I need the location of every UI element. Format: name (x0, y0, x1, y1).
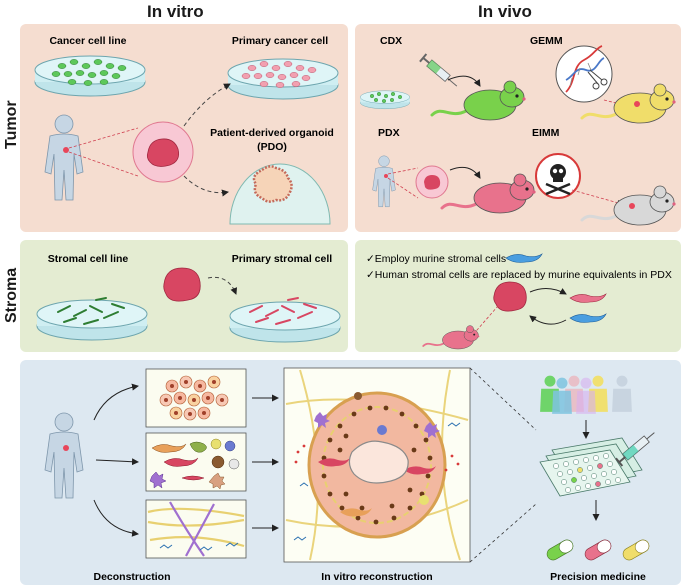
well-plate-stack (539, 437, 643, 497)
pdx-patient (372, 155, 396, 208)
label-pdo-line1: Patient-derived organoid (210, 127, 334, 139)
pill-pink-icon (584, 539, 612, 561)
skull-crossbones-icon (545, 164, 571, 196)
stromal-cell-types (149, 438, 240, 490)
human-stromal-cell-icon (569, 293, 607, 303)
replacement-murine-cell-icon (569, 313, 607, 323)
tumor-site (63, 147, 69, 153)
pink-cells (241, 61, 317, 88)
label-pdo-line2: (PDO) (257, 141, 287, 153)
stroma-pdx-mouse-icon (422, 324, 481, 350)
dna-icon (565, 45, 605, 93)
pill-yellow-icon (622, 539, 650, 561)
check-employ-murine: ✓Employ murine stromal cells (366, 253, 506, 265)
header-in-vivo: In vivo (478, 2, 532, 21)
reconstruction-molecules (293, 422, 461, 541)
label-primary-cancer-cell: Primary cancer cell (232, 35, 328, 47)
green-fibroblasts (57, 297, 125, 325)
gemm-dna-circle (555, 45, 613, 103)
pill-green-icon (546, 539, 574, 561)
cdx-mouse-icon (430, 79, 528, 122)
pdx-mouse-icon (440, 172, 538, 215)
organoid (252, 165, 293, 203)
stroma-tumor-mass (163, 267, 201, 302)
label-gemm: GEMM (530, 35, 563, 47)
reconstruction-stromal-cells (314, 392, 440, 517)
ecm-fibers (147, 501, 245, 557)
reconstruction-red-dots (294, 444, 460, 472)
eimm-mouse-icon (580, 184, 678, 227)
label-pdx: PDX (378, 127, 400, 139)
caption-deconstruction: Deconstruction (93, 571, 170, 583)
header-in-vitro: In vitro (147, 2, 204, 21)
reconstruction-lumen (348, 440, 409, 484)
drug-syringe-icon (615, 432, 655, 467)
murine-stromal-cell-icon (505, 253, 543, 263)
label-stromal-cell-line: Stromal cell line (48, 253, 129, 265)
syringe-icon (419, 53, 458, 87)
ecm-molecules (159, 542, 239, 551)
patient-population-icon (540, 375, 632, 414)
label-cdx: CDX (380, 35, 402, 47)
label-cancer-cell-line: Cancer cell line (49, 35, 126, 47)
scissors-icon (587, 69, 608, 90)
caption-precision-medicine: Precision medicine (550, 571, 646, 583)
label-eimm: EIMM (532, 127, 560, 139)
pink-fibroblasts (249, 297, 317, 325)
caption-reconstruction: In vitro reconstruction (321, 571, 432, 583)
label-primary-stromal-cell: Primary stromal cell (232, 253, 332, 265)
patient-figure (44, 114, 84, 201)
bottom-patient-figure (44, 412, 84, 499)
check-human-replaced: ✓Human stromal cells are replaced by mur… (366, 269, 672, 281)
green-cells (51, 59, 127, 86)
pdx-stroma-tumor (493, 281, 527, 312)
